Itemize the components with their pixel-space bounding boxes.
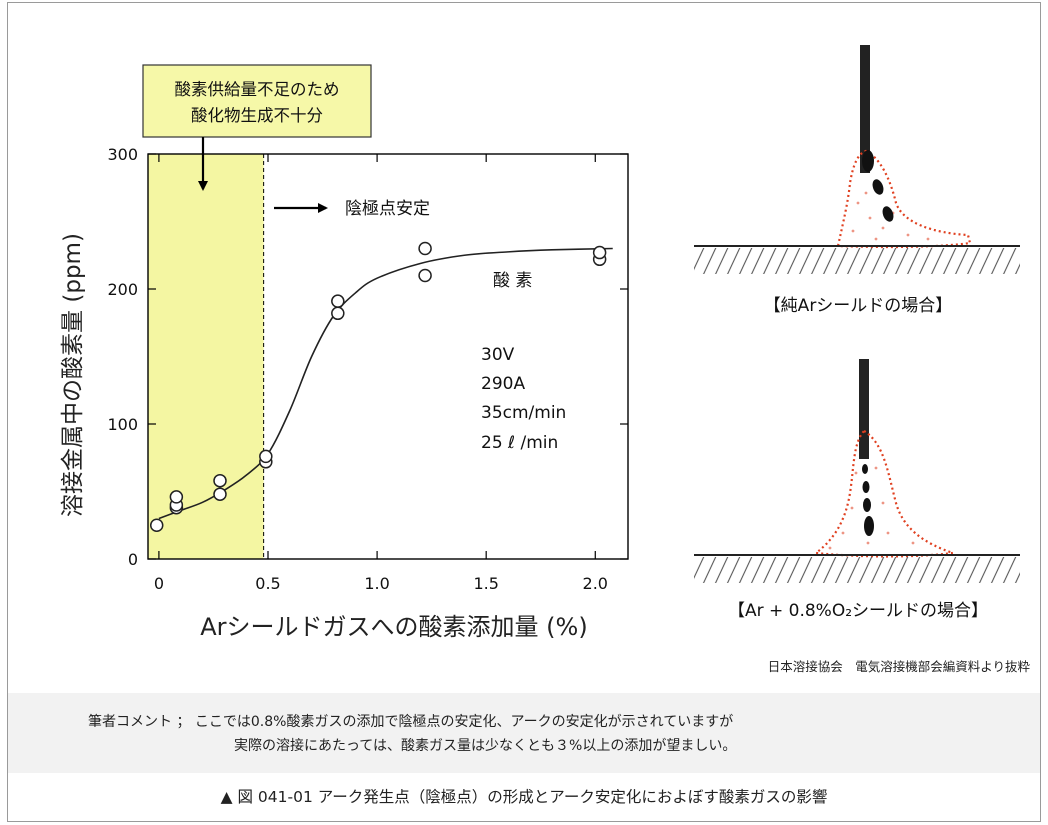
- comment-line-1: 筆者コメント ； ここでは0.8%酸素ガスの添加で陰極点の安定化、アークの安定化…: [88, 714, 734, 730]
- x-tick-label: 1.5: [473, 574, 498, 593]
- y-tick-label: 100: [107, 415, 138, 434]
- insufficient-oxygen-region: [148, 154, 264, 559]
- comment-band: 筆者コメント ； ここでは0.8%酸素ガスの添加で陰極点の安定化、アークの安定化…: [8, 693, 1040, 773]
- arc-cone-icon: [813, 429, 954, 558]
- diagram-pure-ar: 【純Arシールドの場合】: [694, 45, 1020, 316]
- y-tick-label: 200: [107, 280, 138, 299]
- data-point: [213, 473, 227, 488]
- callout-box: [142, 64, 372, 138]
- data-point: [331, 306, 345, 321]
- x-tick-label: 0: [154, 574, 164, 593]
- condition-voltage: 30V: [481, 345, 515, 365]
- x-tick-label: 2.0: [583, 574, 608, 593]
- data-point: [149, 518, 164, 532]
- base-metal-hatch: [694, 248, 1020, 274]
- plot-frame: [147, 153, 629, 560]
- source-note: 日本溶接協会 電気溶接機部会編資料より抜粋: [768, 659, 1031, 674]
- y-tick-label: 300: [107, 145, 138, 164]
- condition-current: 290A: [481, 374, 525, 394]
- comment-line-2: 実際の溶接にあたっては、酸素ガス量は少なくとも３%以上の添加が望ましい。: [234, 738, 737, 754]
- data-point: [259, 449, 273, 464]
- data-point: [331, 294, 345, 308]
- fit-curve-layer: [158, 247, 613, 520]
- figure-frame: 酸素供給量不足のため 酸化物生成不十分 陰極点安定 溶接金属中の酸素量 (ppm…: [7, 2, 1041, 822]
- figure-svg: 酸素供給量不足のため 酸化物生成不十分 陰極点安定 溶接金属中の酸素量 (ppm…: [60, 45, 1031, 674]
- data-point: [418, 241, 432, 256]
- y-axis-label: 溶接金属中の酸素量 (ppm): [60, 233, 86, 517]
- data-point: [169, 490, 184, 504]
- axis-ticks: 0 100 200 300 0 0.5 1.0 1.5 2.0: [107, 145, 628, 593]
- x-tick-label: 1.0: [364, 574, 389, 593]
- ar-o2-label: 【Ar + 0.8%O₂シールドの場合】: [728, 601, 988, 621]
- x-axis-label: Arシールドガスへの酸素添加量 (%): [200, 613, 587, 641]
- data-points-layer: [149, 241, 607, 532]
- diagram-ar-o2: 【Ar + 0.8%O₂シールドの場合】: [694, 359, 1020, 621]
- oxygen-fit-curve: [158, 247, 613, 520]
- data-point: [418, 268, 432, 283]
- droplet-cloud-icon: [836, 149, 972, 249]
- electrode-icon: [860, 45, 870, 173]
- droplet-dots: [851, 191, 930, 241]
- x-tick-label: 0.5: [255, 574, 280, 593]
- data-point: [592, 245, 607, 260]
- electrode-icon: [859, 359, 869, 459]
- data-point: [213, 487, 227, 501]
- condition-flow: 25 ℓ /min: [481, 433, 558, 453]
- callout-line-1: 酸素供給量不足のため: [175, 80, 340, 99]
- y-tick-label: 0: [128, 550, 138, 569]
- pure-ar-label: 【純Arシールドの場合】: [764, 296, 953, 316]
- arc-dots: [828, 466, 915, 550]
- base-metal-hatch: [694, 557, 1020, 583]
- condition-speed: 35cm/min: [481, 403, 566, 423]
- callout-line-2: 酸化物生成不十分: [191, 106, 323, 125]
- metal-droplets-icon: [862, 150, 894, 222]
- series-label-oxygen: 酸 素: [493, 271, 532, 291]
- figure-caption: ▲ 図 041-01 アーク発生点（陰極点）の形成とアーク安定化におよぼす酸素ガ…: [220, 788, 828, 806]
- metal-droplets-icon: [862, 464, 874, 536]
- cathode-stable-label: 陰極点安定: [345, 199, 430, 219]
